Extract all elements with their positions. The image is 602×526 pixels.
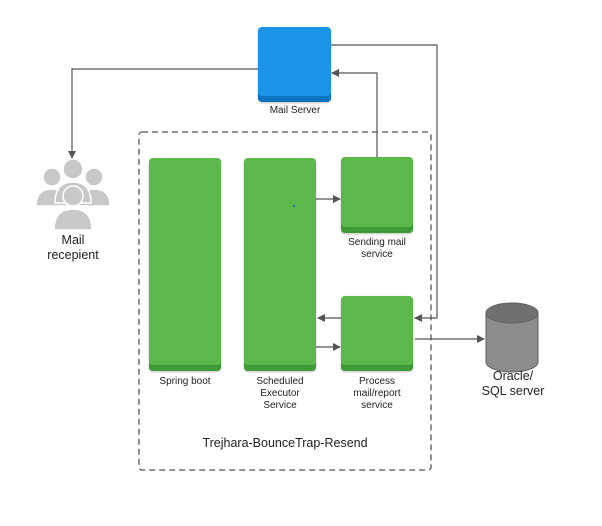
mail-server-label: Mail Server [269,105,321,116]
system-boundary [138,131,432,471]
sending-mail-label: Sending mail service [332,237,422,261]
scheduled-executor-node[interactable] [244,158,316,371]
process-mail-label-line-1: Process [358,376,396,387]
process-mail-label: Process mail/report service [332,376,422,412]
scheduled-executor-label-line-1: Scheduled [256,376,304,387]
sending-mail-label-line-2: service [361,249,393,260]
database-icon [485,302,539,373]
edge-mailserver-to-process [331,44,438,322]
mail-recipient-label: Mail recepient [28,233,118,263]
mail-recipient-label-line-2: recepient [47,248,99,262]
process-mail-node[interactable] [341,296,413,371]
sending-mail-label-line-1: Sending mail [348,237,406,248]
boundary-title: Trejhara-BounceTrap-Resend [202,436,368,450]
sending-mail-node[interactable] [341,157,413,233]
node-marker-dot [293,205,295,207]
scheduled-executor-label: Scheduled Executor Service [235,376,325,412]
scheduled-executor-label-line-3: Service [263,400,297,411]
database-label-line-1: Oracle/ [492,369,534,383]
database-label: Oracle/ SQL server [467,369,559,399]
scheduled-executor-label-line-2: Executor [260,388,300,399]
mail-recipient-label-line-1: Mail [61,233,85,247]
mail-server-node[interactable] [258,27,331,102]
database-label-line-2: SQL server [481,384,545,398]
process-mail-label-line-2: mail/report [353,388,401,399]
edge-mailserver-to-recipient [68,68,258,159]
spring-boot-node[interactable] [149,158,221,371]
process-mail-label-line-3: service [361,400,393,411]
spring-boot-label: Spring boot [159,376,211,387]
edge-sending-to-mailserver [331,69,378,157]
users-group-icon [35,158,111,231]
